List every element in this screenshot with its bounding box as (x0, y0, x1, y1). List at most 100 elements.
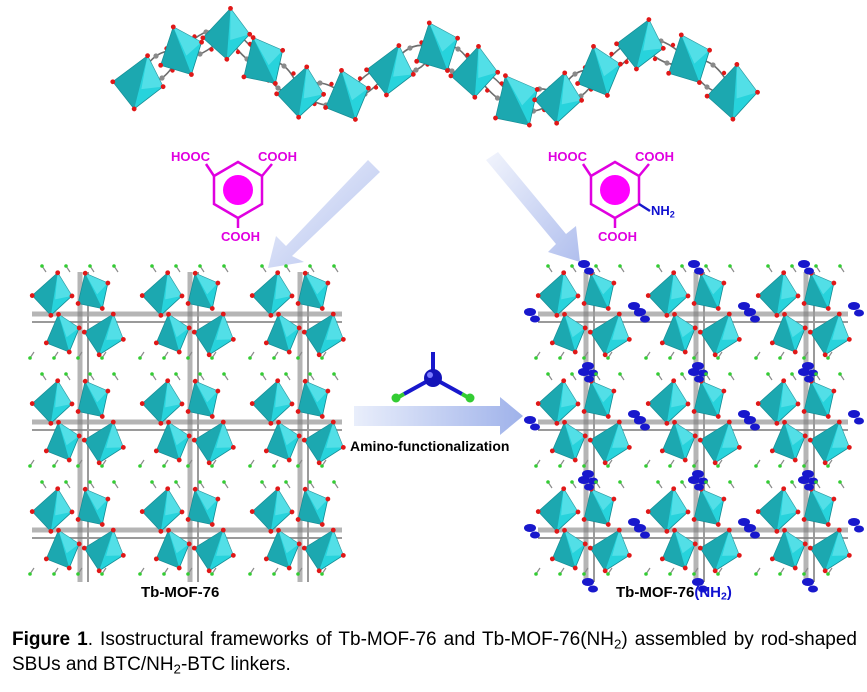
framework-tb-mof-76 (28, 264, 346, 582)
figure-graphic (28, 5, 864, 593)
polyhedron (581, 378, 617, 419)
polyhedron (581, 486, 617, 527)
polyhedron (755, 486, 801, 534)
polyhedron (139, 378, 185, 426)
polyhedron (29, 378, 75, 426)
polyhedron (691, 270, 727, 311)
polyhedron (139, 270, 185, 318)
amine-group-structure (391, 352, 475, 403)
amine-nitrogen (524, 416, 536, 424)
polyhedron (295, 270, 331, 311)
polyhedron (535, 270, 581, 318)
amine-nitrogen (798, 260, 810, 268)
polyhedron (185, 486, 221, 527)
amine-nitrogen (802, 578, 814, 586)
polyhedron (697, 419, 742, 466)
polyhedron (200, 5, 253, 62)
polyhedron (75, 270, 111, 311)
polyhedron (153, 311, 192, 355)
polyhedron (801, 486, 837, 527)
polyhedron (29, 270, 75, 318)
amine-nitrogen (738, 302, 750, 310)
polyhedron (493, 73, 540, 128)
polyhedron (549, 311, 588, 355)
polyhedron (75, 378, 111, 419)
polyhedron (249, 486, 295, 534)
polyhedron (43, 527, 82, 571)
amine-nitrogen (744, 308, 756, 316)
caption-label: Figure 1 (12, 629, 88, 650)
left-framework-title: Tb-MOF-76 (141, 584, 220, 601)
polyhedron (295, 378, 331, 419)
polyhedron (691, 486, 727, 527)
polyhedron (755, 270, 801, 318)
polyhedron (535, 378, 581, 426)
amine-nitrogen (744, 416, 756, 424)
amine-nitrogen (578, 476, 590, 484)
amine-nitrogen (848, 302, 860, 310)
polyhedron (549, 419, 588, 463)
polyhedron (301, 419, 346, 466)
amine-nitrogen (688, 260, 700, 268)
polyhedron (301, 311, 346, 358)
polyhedron (549, 527, 588, 571)
polyhedron (191, 311, 236, 358)
polyhedron (645, 270, 691, 318)
nh2btc-label-amine: NH2 (651, 203, 675, 220)
nh2-btc-linker-structure (581, 160, 651, 228)
polyhedron (575, 43, 623, 98)
amine-nitrogen (798, 368, 810, 376)
polyhedron (43, 311, 82, 355)
polyhedron (659, 527, 698, 571)
polyhedron (807, 311, 852, 358)
nh2btc-label-hooc: HOOC (548, 149, 587, 164)
amine-nitrogen (744, 524, 756, 532)
polyhedron (801, 270, 837, 311)
polyhedron (81, 527, 126, 574)
polyhedron (666, 32, 712, 85)
polyhedron (153, 527, 192, 571)
right-framework-title: Tb-MOF-76(NH2) (616, 584, 732, 603)
amine-nitrogen (628, 518, 640, 526)
polyhedron (587, 419, 632, 466)
polyhedron (158, 24, 204, 77)
polyhedron (153, 419, 192, 463)
amine-nitrogen (582, 362, 594, 370)
amine-nitrogen (582, 470, 594, 478)
polyhedron (414, 20, 460, 73)
amine-nitrogen (802, 362, 814, 370)
polyhedron (249, 378, 295, 426)
amine-nitrogen (738, 518, 750, 526)
polyhedron (43, 419, 82, 463)
amine-nitrogen (578, 368, 590, 376)
rod-sbu-chain (110, 5, 760, 128)
polyhedron (185, 378, 221, 419)
amine-nitrogen (688, 368, 700, 376)
polyhedron (691, 378, 727, 419)
polyhedron (301, 527, 346, 574)
polyhedron (769, 527, 808, 571)
btc-label-cooh-bottom: COOH (221, 229, 260, 244)
horizontal-arrow (354, 397, 523, 435)
amine-nitrogen (634, 524, 646, 532)
polyhedron (191, 527, 236, 574)
polyhedron (448, 43, 501, 100)
polyhedron (659, 311, 698, 355)
btc-linker-structure (204, 160, 273, 228)
polyhedron (139, 486, 185, 534)
framework-tb-mof-76-nh2 (524, 260, 864, 593)
polyhedron (249, 270, 295, 318)
amine-nitrogen (738, 410, 750, 418)
left-diagonal-arrow (268, 160, 380, 268)
btc-label-hooc: HOOC (171, 149, 210, 164)
polyhedron (29, 486, 75, 534)
polyhedron (364, 43, 416, 98)
amine-nitrogen (692, 578, 704, 586)
arrow-label: Amino-functionalization (350, 438, 510, 454)
polyhedron (263, 527, 302, 571)
polyhedron (645, 486, 691, 534)
btc-label-cooh-right: COOH (258, 149, 297, 164)
polyhedron (581, 270, 617, 311)
polyhedron (614, 17, 666, 72)
polyhedron (241, 35, 286, 86)
